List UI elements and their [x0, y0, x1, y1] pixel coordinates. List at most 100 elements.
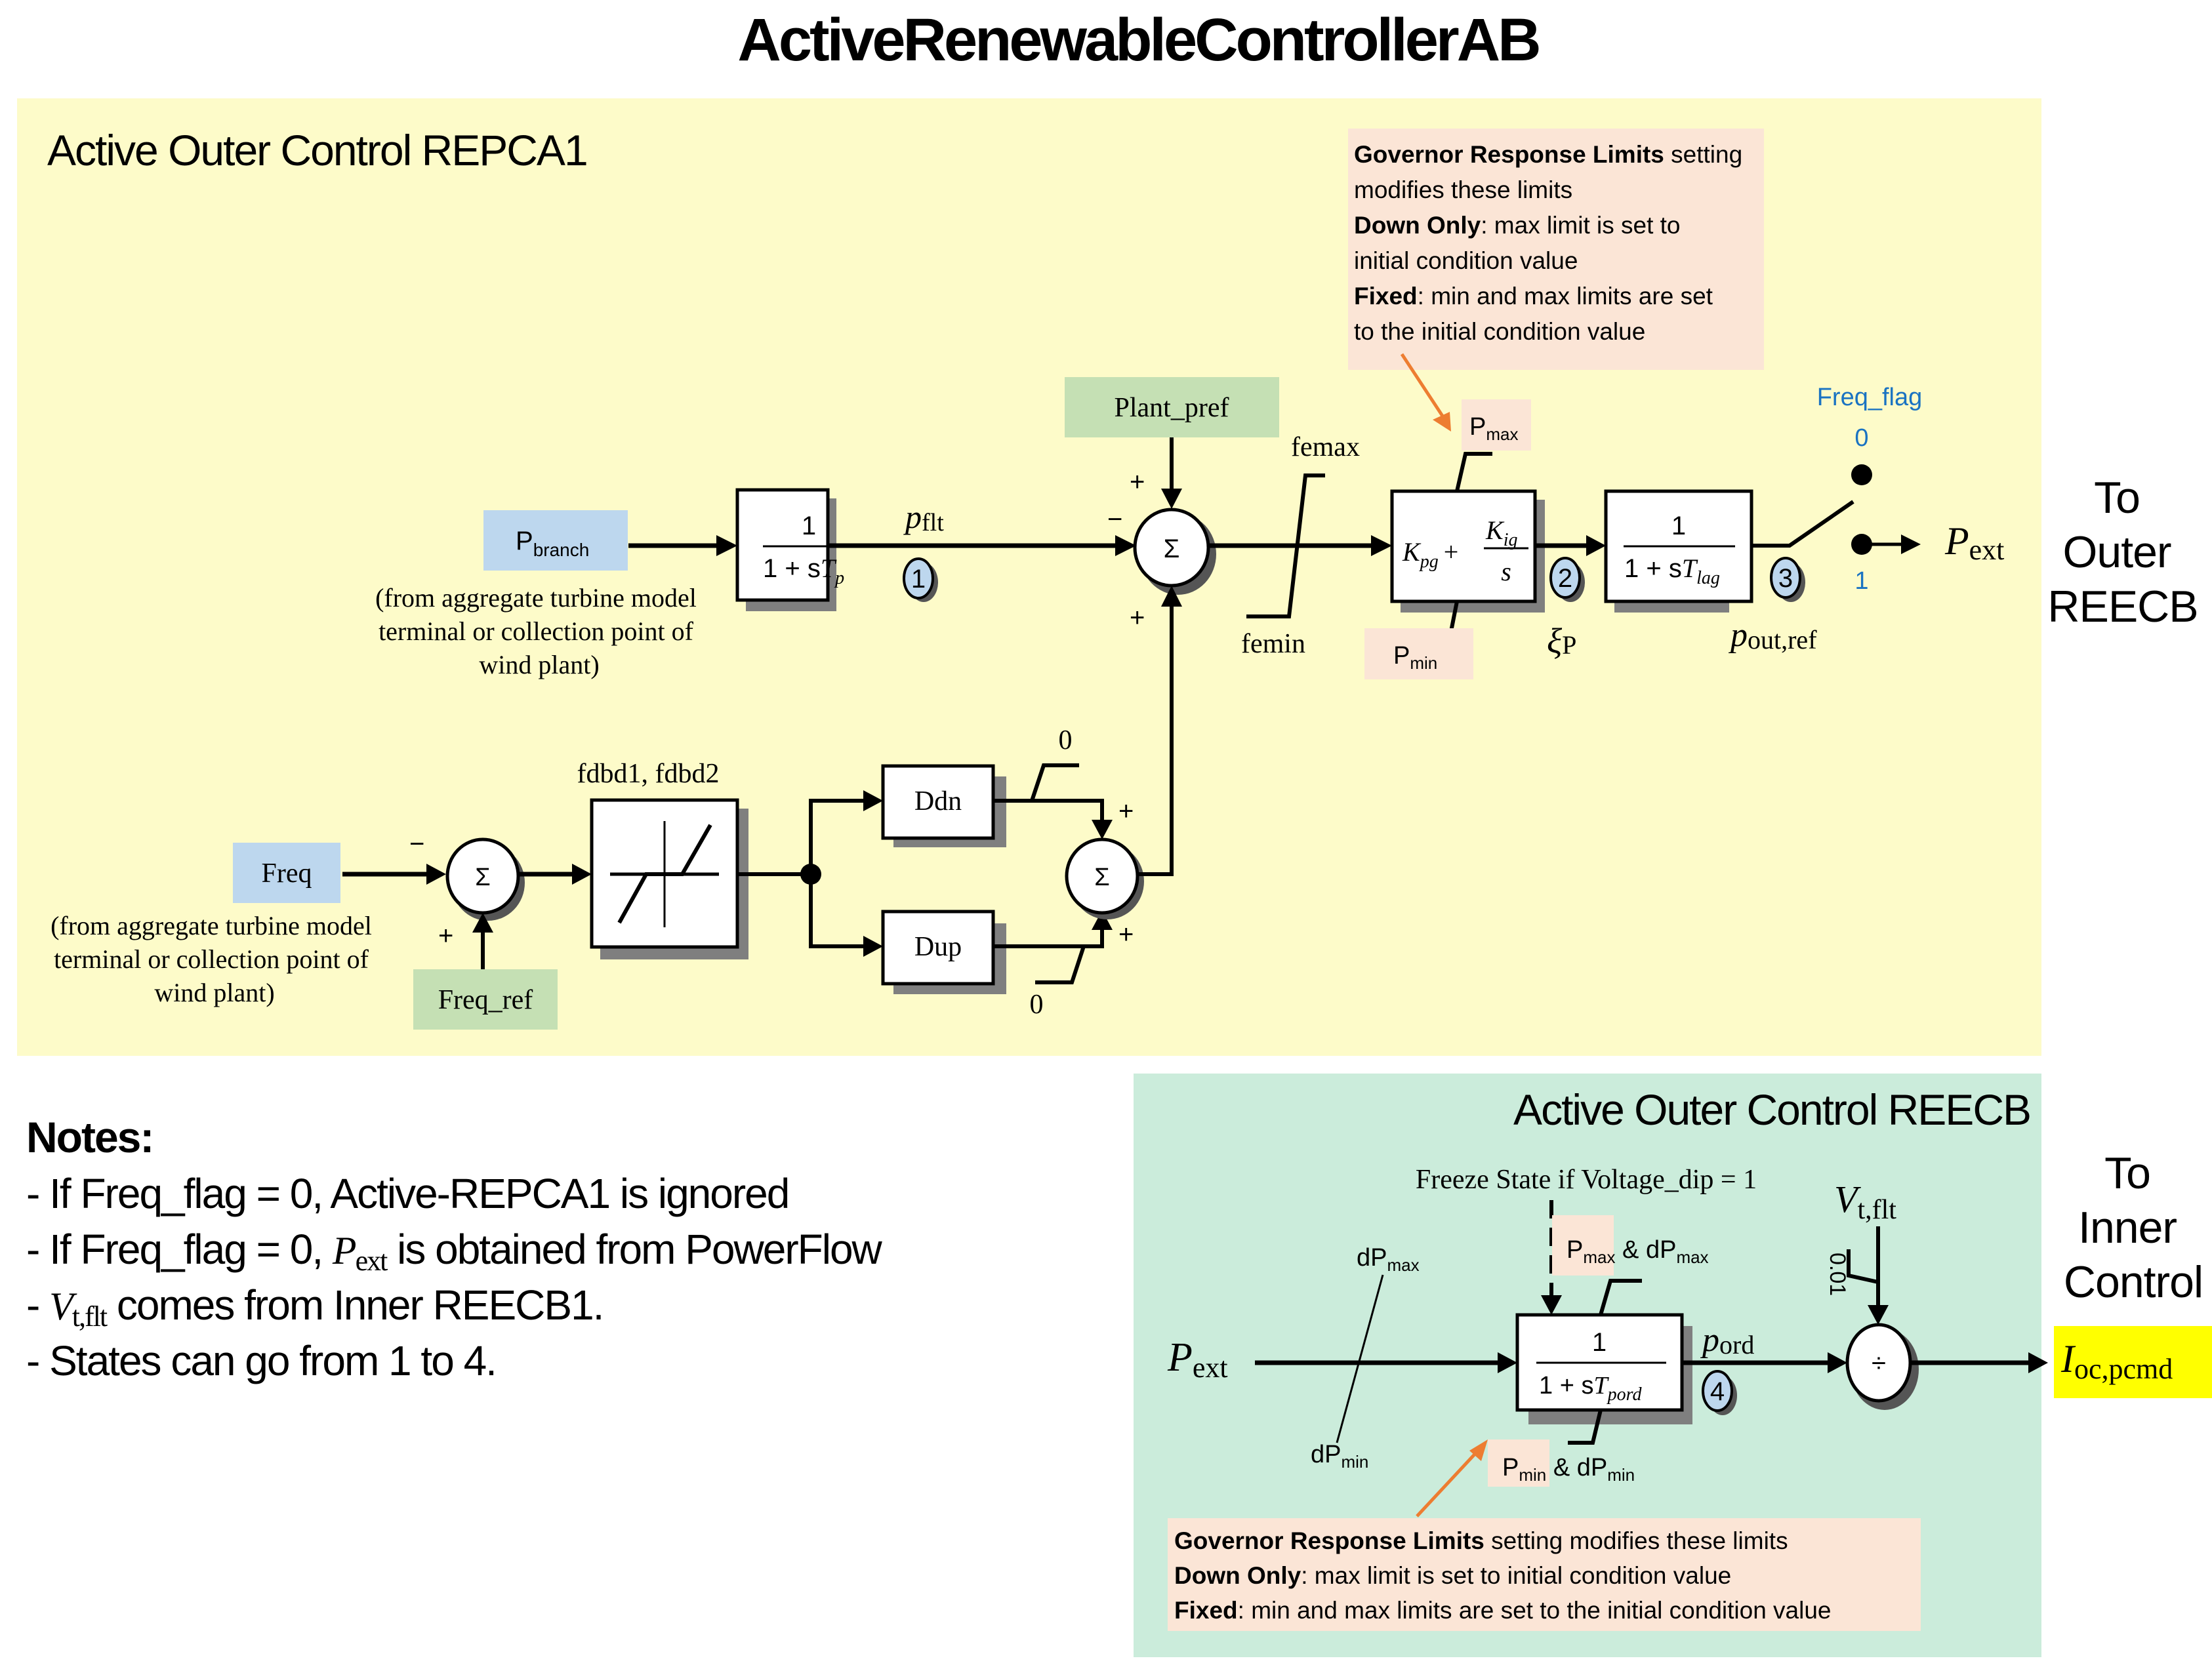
- sum-d-sign-bottom: +: [1118, 920, 1134, 949]
- notes-heading: Notes:: [26, 1113, 153, 1161]
- p-ord-label: pord: [1700, 1321, 1754, 1359]
- freq-input-label: Freq: [262, 858, 312, 889]
- freq-ref-label: Freq_ref: [438, 985, 533, 1015]
- callout-arrowhead-repca: [1433, 412, 1451, 432]
- p-flt-label: pflt: [903, 498, 944, 536]
- callout-line-segment: Down Only: [1354, 212, 1481, 239]
- state-badge-1: [903, 557, 934, 599]
- callout-line-segment: : max limit is set to: [1481, 212, 1680, 239]
- callout-arrowhead-reecb: [1469, 1439, 1488, 1461]
- sum-freq-sign-bottom: +: [438, 921, 453, 950]
- state-badge-3: [1770, 557, 1801, 599]
- arrowhead: [1161, 586, 1182, 607]
- sum-main-sign-bottom: +: [1130, 603, 1145, 632]
- callout-line-segment: : min and max limits are set: [1418, 283, 1713, 310]
- pmin-limit-box: [1364, 628, 1473, 679]
- reecb-pmin-box: [1488, 1439, 1549, 1487]
- lag-numerator: 1: [1671, 512, 1686, 540]
- note-item-2: - If Freq_flag = 0, Pext is obtained fro…: [26, 1226, 883, 1277]
- arrowhead: [1901, 534, 1921, 554]
- freq-note: (from aggregate turbine model terminal o…: [51, 911, 379, 1007]
- callout-line-segment: setting: [1664, 141, 1742, 168]
- pmin-limit-label: Pmin: [1393, 642, 1437, 673]
- repca-panel-title: Active Outer Control REPCA1: [47, 126, 587, 174]
- state-badge-2-label: 2: [1558, 564, 1572, 593]
- freq-flag-pos0: 0: [1854, 424, 1868, 452]
- pmax-limit-label: Pmax: [1469, 413, 1518, 444]
- freeze-state-label: Freeze State if Voltage_dip = 1: [1416, 1165, 1757, 1195]
- frequency-error-limiter: [1246, 473, 1325, 618]
- vt-min-limit-label: 0.01: [1825, 1253, 1850, 1296]
- arrowhead: [572, 864, 592, 885]
- callout-line-segment: to the initial condition value: [1354, 318, 1645, 345]
- sum-main-sign-left: −: [1107, 505, 1122, 534]
- note-item-4: - States can go from 1 to 4.: [26, 1337, 496, 1384]
- sum-d-symbol: Σ: [1094, 864, 1110, 891]
- freq-flag-switch[interactable]: [1751, 500, 1854, 548]
- pi-ki-term: Kig: [1485, 515, 1517, 550]
- output-highlight: [2054, 1326, 2212, 1398]
- filter-block[interactable]: [735, 488, 830, 602]
- arrowhead: [863, 936, 883, 957]
- ddn-label: Ddn: [914, 786, 962, 816]
- sum-freq-symbol: Σ: [475, 864, 491, 891]
- arrowhead: [863, 790, 883, 811]
- ddn-block[interactable]: [881, 764, 995, 840]
- state-badge-4: [1702, 1370, 1733, 1412]
- arrowhead: [1115, 535, 1136, 556]
- sum-freq-sign-left: −: [409, 830, 424, 858]
- vt-min-limit: [1847, 1249, 1879, 1284]
- reecb-pext-label: Pext: [1167, 1335, 1228, 1384]
- freq-input: [233, 843, 340, 903]
- freq-flag-label: Freq_flag: [1817, 384, 1923, 411]
- arrowhead: [1092, 910, 1113, 930]
- pord-numerator: 1: [1592, 1328, 1607, 1357]
- pord-denominator: 1 + sTpord: [1539, 1372, 1642, 1405]
- arrowhead: [1586, 535, 1606, 556]
- filter-denominator: 1 + sTp: [763, 553, 844, 588]
- arrowhead: [1541, 1295, 1562, 1315]
- divide-symbol: ÷: [1872, 1349, 1886, 1378]
- reecb-destination-label: To Inner Control: [2064, 1148, 2203, 1307]
- arrowhead: [2028, 1352, 2048, 1373]
- dpmin-label: dPmin: [1311, 1441, 1368, 1472]
- freq-ref-input: [413, 969, 558, 1030]
- deadband-label: fdbd1, fdbd2: [577, 759, 720, 789]
- reecb-pmax-box: [1552, 1215, 1614, 1276]
- arrowhead: [1371, 535, 1392, 556]
- sum-main-sign-top: +: [1130, 468, 1145, 496]
- sum-d-sign-top: +: [1118, 797, 1134, 826]
- reecb-lower-limit-line: [1568, 1409, 1603, 1445]
- arrowhead: [716, 535, 737, 556]
- wire-split-ddn: [809, 799, 863, 874]
- pi-controller-block[interactable]: [1390, 489, 1537, 603]
- state-badge-1-label: 1: [911, 565, 926, 593]
- sum-main-symbol: Σ: [1164, 534, 1180, 563]
- arrowhead: [1868, 1305, 1889, 1325]
- wire-dup-sum: [993, 930, 1104, 948]
- pbranch-label: Pbranch: [516, 527, 589, 560]
- note-item-1: - If Freq_flag = 0, Active-REPCA1 is ign…: [26, 1170, 789, 1217]
- ioc-pcmd-output-label: Ioc,pcmd: [2060, 1337, 2173, 1385]
- reecb-governor-callout: Governor Response Limits setting modifie…: [1168, 1518, 1921, 1631]
- arrowhead: [1498, 1352, 1517, 1373]
- callout-line-segment: modifies these limits: [1354, 176, 1572, 203]
- lag-denominator: 1 + sTlag: [1624, 553, 1720, 588]
- callout-line-segment: Fixed: [1174, 1597, 1238, 1624]
- pbranch-note: (from aggregate turbine model terminal o…: [375, 583, 703, 679]
- callout-line-segment: Fixed: [1354, 283, 1418, 310]
- ddn-upper-limit: [1030, 763, 1079, 801]
- plant-pref-label: Plant_pref: [1115, 393, 1229, 423]
- dup-lower-limit: [1035, 946, 1086, 984]
- state-badge-2: [1549, 557, 1581, 599]
- reecb-lower-limit-label: Pmin & dPmin: [1502, 1454, 1635, 1485]
- callout-line-segment: : min and max limits are set to the init…: [1238, 1597, 1832, 1624]
- arrowhead: [426, 864, 446, 885]
- page-title: ActiveRenewableControllerAB: [737, 7, 1539, 73]
- dup-block[interactable]: [881, 910, 995, 986]
- note-item-3: - Vt,flt comes from Inner REECB1.: [26, 1281, 603, 1333]
- p-out-ref-label: pout,ref: [1728, 616, 1817, 654]
